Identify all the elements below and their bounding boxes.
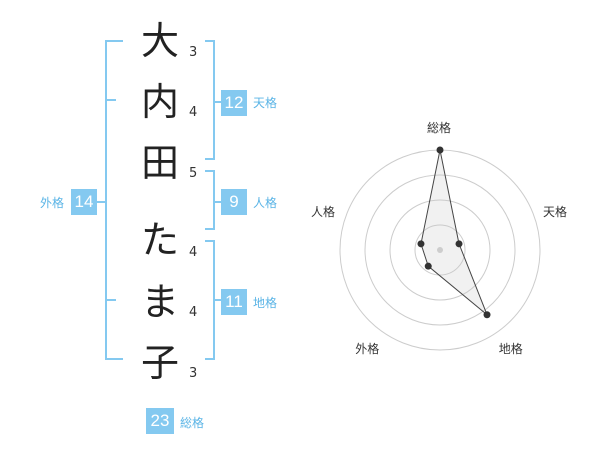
soukaku-label: 総格 (180, 416, 205, 430)
stroke-count-6: 3 (189, 366, 198, 381)
radar-axis-label-1: 総格 (427, 121, 452, 135)
stroke-count-5: 4 (189, 305, 198, 320)
soukaku-badge: 23 (146, 408, 174, 434)
radar-axis-label-3: 地格 (498, 341, 523, 356)
gaikaku-badge: 14 (71, 189, 97, 215)
stroke-count-2: 4 (189, 105, 198, 120)
name-char-5: ま (140, 280, 179, 324)
radar-series-polygon (420, 149, 488, 316)
stroke-count-3: 5 (189, 166, 198, 181)
tenkaku-bracket (205, 40, 215, 160)
chikaku-label: 地格 (253, 296, 278, 310)
jinkaku-badge: 9 (221, 189, 247, 215)
gaikaku-label: 外格 (40, 196, 65, 210)
radar-point-地格 (483, 311, 491, 319)
jinkaku-label: 人格 (253, 196, 278, 210)
radar-axis-label-2: 天格 (543, 205, 568, 220)
tenkaku-label: 天格 (253, 96, 278, 110)
tenkaku-badge: 12 (221, 90, 247, 116)
stroke-count-1: 3 (189, 45, 198, 60)
radar-point-人格 (417, 240, 425, 248)
radar-axis-label-4: 外格 (355, 341, 380, 356)
name-char-3: 田 (140, 141, 179, 185)
radar-ring-1 (414, 224, 466, 276)
stroke-count-4: 4 (189, 245, 198, 260)
radar-ring-2 (389, 199, 491, 301)
radar-point-総格 (436, 146, 444, 154)
radar-center (437, 247, 443, 253)
name-char-2: 内 (140, 80, 179, 124)
radar-point-外格 (424, 262, 432, 270)
gaikaku-bracket (105, 40, 123, 360)
radar-axis-label-5: 人格 (310, 205, 335, 220)
chikaku-badge: 11 (221, 289, 247, 315)
name-char-4: た (140, 218, 179, 262)
radar-point-天格 (455, 240, 463, 248)
name-char-6: 子 (140, 341, 179, 385)
jinkaku-bracket (205, 170, 215, 230)
name-char-1: 大 (140, 19, 179, 63)
radar-ring-3 (364, 174, 516, 326)
